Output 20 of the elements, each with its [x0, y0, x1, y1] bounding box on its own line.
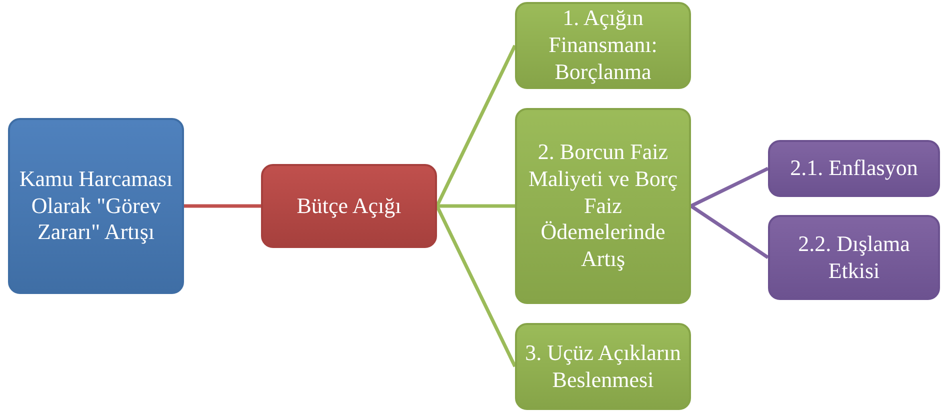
- process-box: [515, 323, 691, 410]
- connector-line: [690, 166, 769, 208]
- node-label: 2. Borcun Faiz Maliyeti ve Borç Faiz Ödemelerinde Artış: [527, 138, 679, 274]
- connector-line: [184, 204, 261, 208]
- process-box: [768, 215, 940, 300]
- connector-line: [437, 204, 515, 208]
- node-label: 3. Uçüz Açıkların Beslenmesi: [524, 340, 682, 394]
- process-box: [8, 118, 184, 294]
- node-label: Bütçe Açığı: [296, 192, 402, 220]
- process-box: [261, 164, 437, 248]
- connector-line: [690, 204, 769, 259]
- process-box: [515, 2, 691, 89]
- node-label: Kamu Harcaması Olarak "Görev Zararı" Artışı: [18, 166, 174, 246]
- connector-line: [435, 44, 517, 207]
- node-label: 1. Açığın Finansmanı: Borçlanma: [548, 5, 658, 86]
- node-label: 2.2. Dışlama Etkisi: [797, 230, 911, 284]
- node-label: 2.1. Enflasyon: [790, 155, 918, 182]
- connector-line: [435, 205, 517, 368]
- process-box: [515, 108, 691, 304]
- process-box: [768, 140, 940, 197]
